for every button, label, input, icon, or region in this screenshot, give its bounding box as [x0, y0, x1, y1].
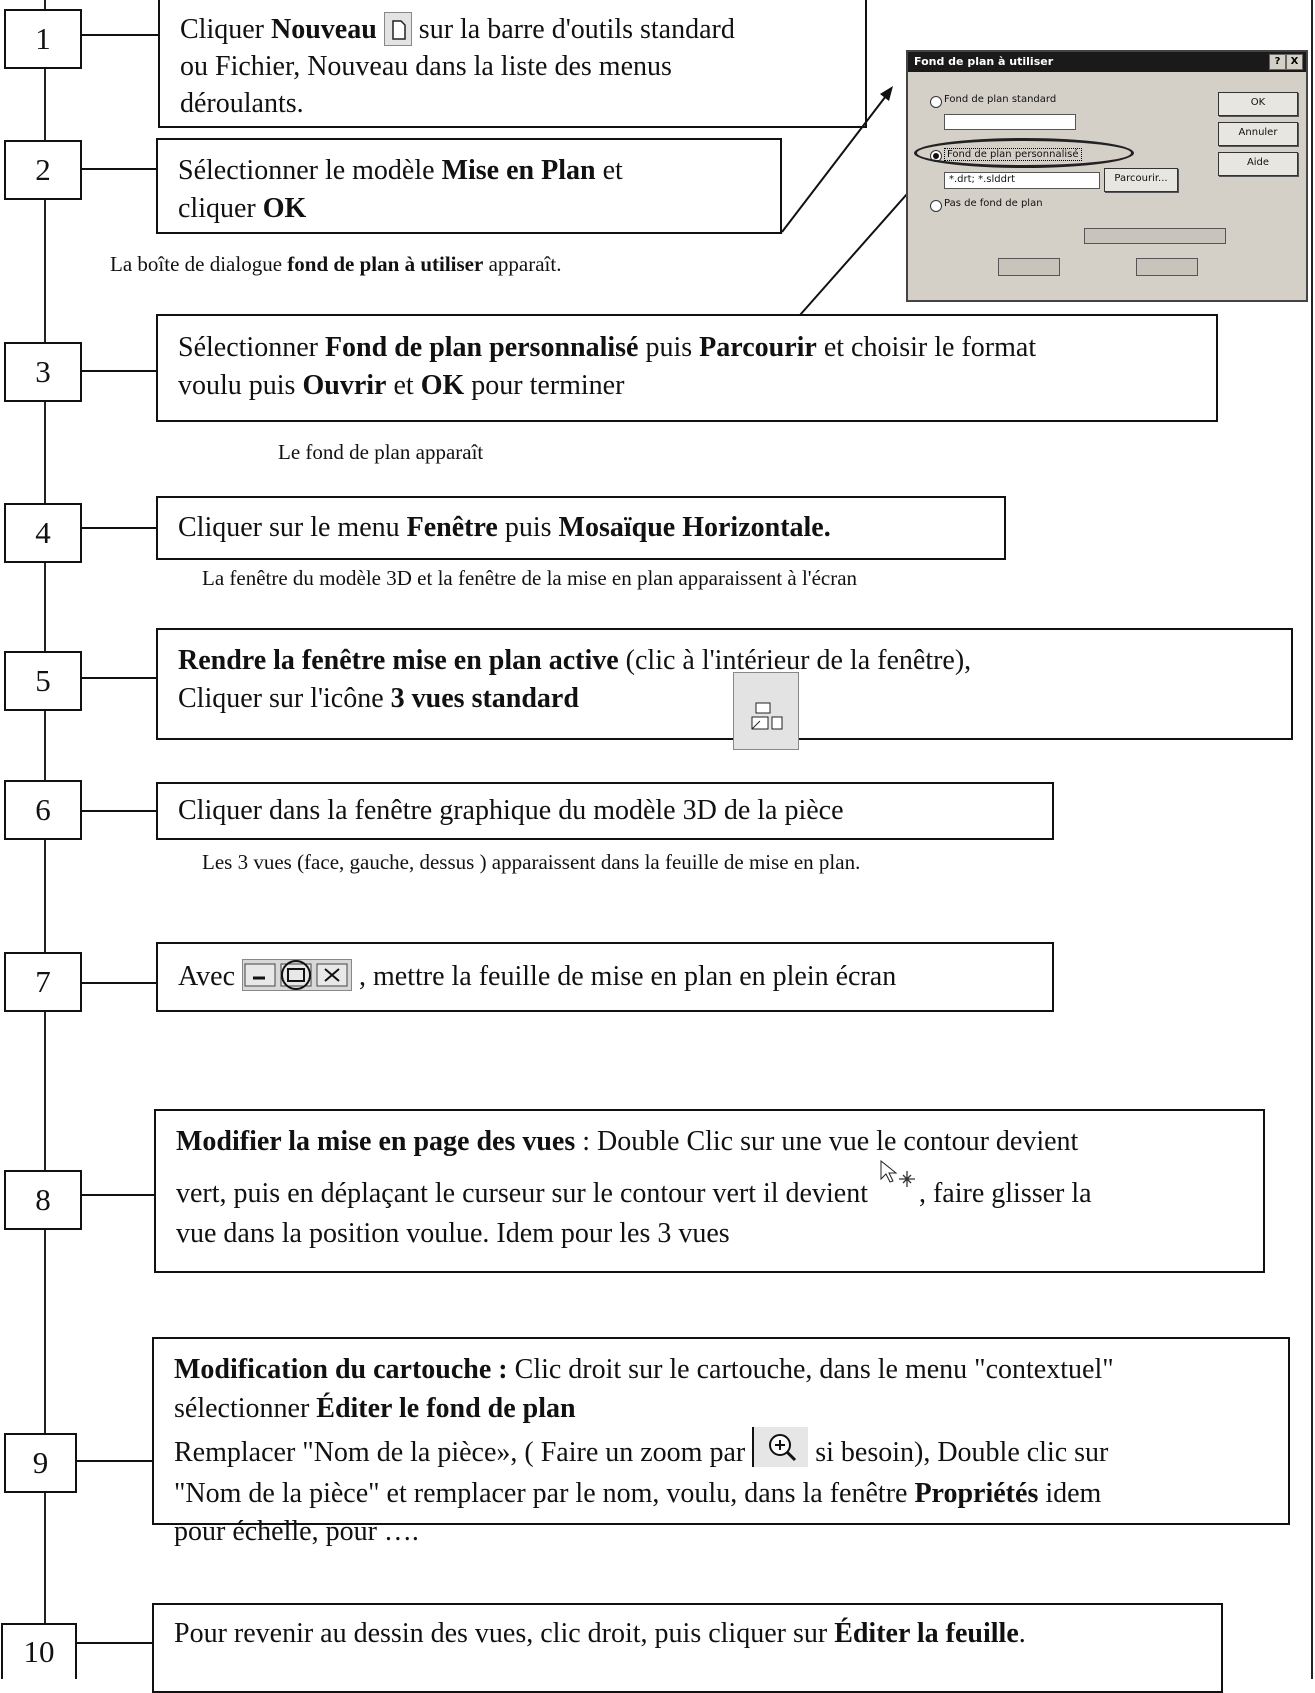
height-field[interactable]: [1136, 258, 1198, 276]
cancel-button[interactable]: Annuler: [1218, 122, 1298, 146]
step-number-8: 8: [4, 1170, 82, 1230]
browse-button[interactable]: Parcourir...: [1104, 168, 1178, 192]
connector-7: [82, 982, 158, 984]
note-dialog-appears: La boîte de dialogue fond de plan à util…: [110, 252, 562, 276]
step-number-3: 3: [4, 342, 82, 402]
step-number-6: 6: [4, 780, 82, 840]
connector-3: [82, 370, 158, 372]
dialog-help-button[interactable]: ?: [1269, 54, 1286, 70]
fond-de-plan-dialog: Fond de plan à utiliser ? X Fond de plan…: [906, 50, 1308, 302]
connector-10: [77, 1642, 152, 1644]
connector-5: [82, 677, 158, 679]
step-5-box: Rendre la fenêtre mise en plan active (c…: [156, 628, 1293, 740]
connector-4: [82, 527, 158, 529]
connector-1: [82, 34, 158, 36]
connector-8: [82, 1194, 154, 1196]
ok-button[interactable]: OK: [1218, 92, 1298, 116]
step-7-box: Avec , mettre la feuille de mise en plan…: [156, 942, 1054, 1012]
connector-9: [77, 1460, 154, 1462]
label-none: Pas de fond de plan: [944, 198, 1043, 209]
step-3-box: Sélectionner Fond de plan personnalisé p…: [156, 314, 1218, 422]
move-cursor-icon: [875, 1157, 919, 1197]
page-right-border: [1311, 0, 1313, 1679]
step-number-2: 2: [4, 140, 82, 200]
highlight-ellipse: [914, 138, 1134, 168]
window-controls-icon: [242, 958, 352, 991]
step-8-box: Modifier la mise en page des vues : Doub…: [154, 1109, 1265, 1273]
connector-6: [82, 810, 158, 812]
note-three-views: Les 3 vues (face, gauche, dessus ) appar…: [202, 850, 861, 874]
note-plan-appears: Le fond de plan apparaît: [278, 440, 484, 464]
note-windows-appear: La fenêtre du modèle 3D et la fenêtre de…: [202, 566, 858, 590]
step-number-1: 1: [4, 9, 82, 69]
step-2-box: Sélectionner le modèle Mise en Plan et c…: [156, 138, 782, 234]
sheet-size-select[interactable]: [1084, 228, 1226, 244]
width-field[interactable]: [998, 258, 1060, 276]
custom-file-field[interactable]: *.drt; *.slddrt: [944, 172, 1100, 189]
connector-2: [82, 168, 158, 170]
radio-none[interactable]: [930, 200, 942, 212]
dialog-titlebar: Fond de plan à utiliser ? X: [908, 52, 1306, 72]
three-standard-views-icon[interactable]: [733, 672, 799, 750]
dialog-close-button[interactable]: X: [1286, 54, 1303, 70]
help-button[interactable]: Aide: [1218, 152, 1298, 176]
step-4-box: Cliquer sur le menu Fenêtre puis Mosaïqu…: [156, 496, 1006, 560]
step-number-10: 10: [1, 1623, 77, 1679]
step-9-box: Modification du cartouche : Clic droit s…: [152, 1337, 1290, 1547]
new-document-icon: [383, 11, 412, 46]
zoom-icon: [752, 1426, 809, 1467]
dialog-title: Fond de plan à utiliser: [914, 55, 1054, 68]
step-10-box: Pour revenir au dessin des vues, clic dr…: [152, 1603, 1223, 1693]
step-number-7: 7: [4, 952, 82, 1012]
label-standard: Fond de plan standard: [944, 94, 1057, 105]
standard-select[interactable]: [944, 114, 1076, 130]
step-1-box: Cliquer Nouveau sur la barre d'outils st…: [158, 0, 867, 128]
step-number-4: 4: [4, 503, 82, 563]
step-6-box: Cliquer dans la fenêtre graphique du mod…: [156, 782, 1054, 840]
step-number-9: 9: [4, 1433, 77, 1493]
step-number-5: 5: [4, 651, 82, 711]
radio-standard[interactable]: [930, 96, 942, 108]
